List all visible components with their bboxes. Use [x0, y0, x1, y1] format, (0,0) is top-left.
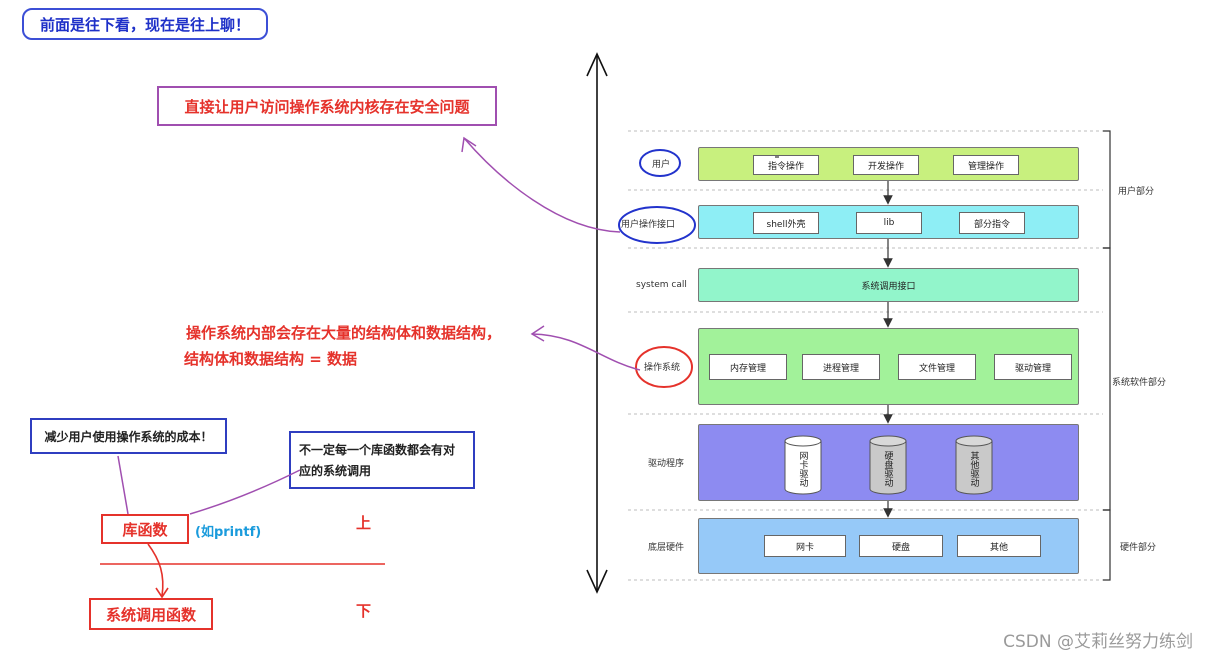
row-label-system-call: system call — [636, 280, 687, 290]
layer-user-interface: shell外壳 lib 部分指令 — [698, 205, 1079, 239]
interface-item-lib: lib — [856, 212, 922, 234]
layer-os: 内存管理 进程管理 文件管理 驱动管理 — [698, 328, 1079, 405]
nic-driver-cylinder-icon — [784, 435, 822, 495]
other-driver-cylinder-icon — [955, 435, 993, 495]
data-structure-note-line2: 结构体和数据结构 = 数据 — [184, 350, 358, 368]
top-note: 前面是往下看，现在是往上聊！ — [22, 8, 268, 40]
user-item-dev-op: 开发操作 — [853, 155, 919, 175]
hw-item-disk: 硬盘 — [859, 535, 943, 557]
security-note-box: 直接让用户访问操作系统内核存在安全问题 — [157, 86, 497, 126]
interface-item-partial-commands: 部分指令 — [959, 212, 1025, 234]
driver-item-other: 其他驱动 — [968, 451, 979, 487]
red-connectors — [100, 543, 385, 599]
not-all-note-line2: 应的系统调用 — [299, 464, 372, 478]
printf-example: (如printf) — [195, 525, 262, 540]
region-user-part: 用户部分 — [1118, 187, 1155, 197]
data-structure-note-line1: 操作系统内部会存在大量的结构体和数据结构， — [186, 324, 502, 342]
reduce-cost-note: 减少用户使用操作系统的成本！ — [30, 418, 227, 454]
library-function-box: 库函数 — [101, 514, 189, 544]
row-label-hardware: 底层硬件 — [648, 543, 685, 553]
interface-item-shell: shell外壳 — [753, 212, 819, 234]
user-item-command-op: 指令操作 — [753, 155, 819, 175]
driver-cylinders — [784, 435, 993, 495]
os-item-process: 进程管理 — [802, 354, 880, 380]
os-item-file: 文件管理 — [898, 354, 976, 380]
hw-item-other: 其他 — [957, 535, 1041, 557]
row-label-os: 操作系统 — [644, 363, 681, 373]
os-item-memory: 内存管理 — [709, 354, 787, 380]
region-hardware-part: 硬件部分 — [1120, 543, 1157, 553]
watermark: CSDN @艾莉丝努力练剑 — [1003, 632, 1193, 652]
up-label: 上 — [356, 514, 372, 532]
layer-drivers: 网卡驱动 硬盘驱动 其他驱动 — [698, 424, 1079, 501]
not-all-note-line1: 不一定每一个库函数都会有对 — [299, 443, 456, 457]
not-all-syscall-note: 不一定每一个库函数都会有对 应的系统调用 — [289, 431, 475, 489]
region-system-software-part: 系统软件部分 — [1112, 378, 1167, 388]
row-label-user: 用户 — [652, 160, 671, 170]
driver-item-nic: 网卡驱动 — [797, 451, 808, 487]
driver-item-disk: 硬盘驱动 — [882, 451, 893, 487]
layer-hardware: 网卡 硬盘 其他 — [698, 518, 1079, 574]
syscall-interface-label: 系统调用接口 — [861, 281, 916, 292]
layer-system-call: 系统调用接口 — [698, 268, 1079, 302]
syscall-function-box: 系统调用函数 — [89, 598, 213, 630]
updown-double-arrow-icon — [586, 52, 608, 594]
disk-driver-cylinder-icon — [869, 435, 907, 495]
region-brackets — [1103, 130, 1111, 581]
down-label: 下 — [356, 602, 372, 620]
row-label-drivers: 驱动程序 — [648, 459, 685, 469]
row-label-user-interface: 用户操作接口 — [621, 220, 676, 230]
user-item-admin-op: 管理操作 — [953, 155, 1019, 175]
hw-item-nic: 网卡 — [764, 535, 846, 557]
layer-user: 指令操作 开发操作 管理操作 — [698, 147, 1079, 181]
os-item-driver-mgmt: 驱动管理 — [994, 354, 1072, 380]
